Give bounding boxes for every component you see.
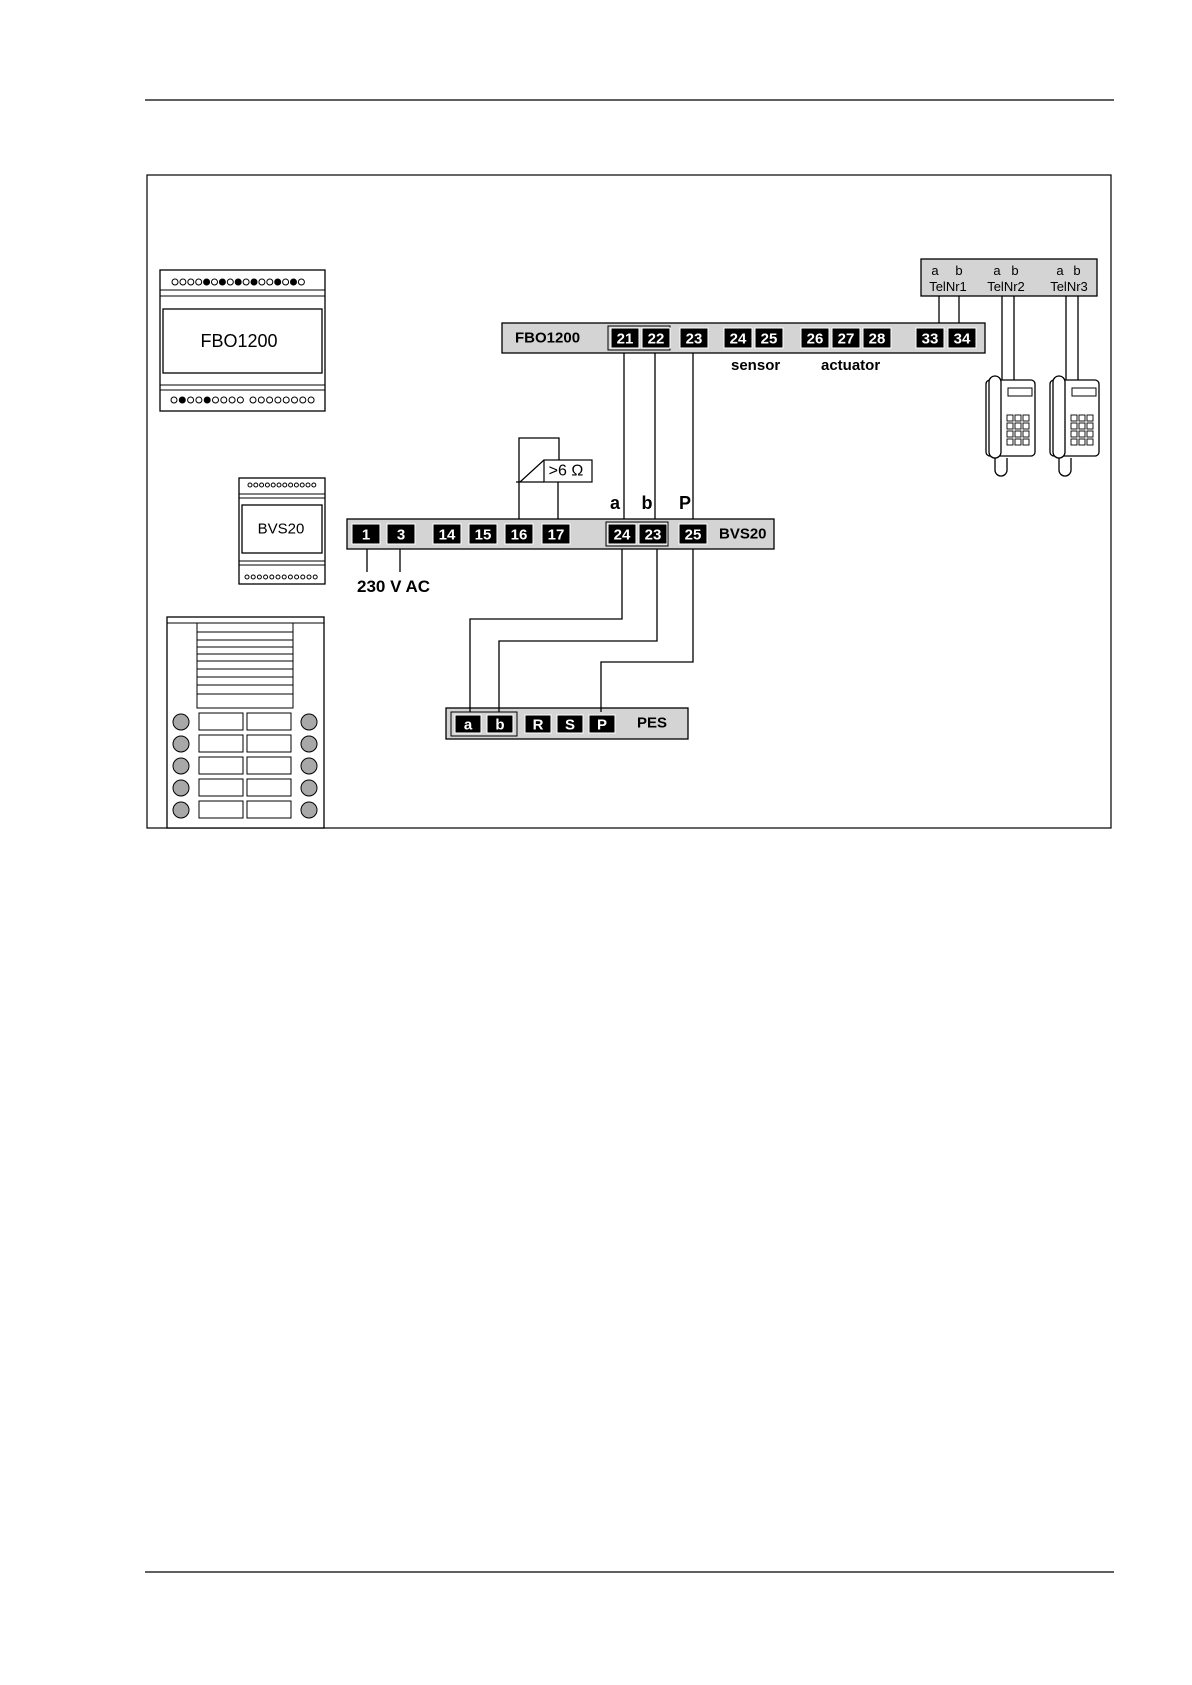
fbo-terminal-22: 22 <box>648 331 665 348</box>
wire-label-p: P <box>679 493 691 513</box>
fbo-terminal-25: 25 <box>761 331 778 348</box>
resistor-symbol: >6 Ω <box>516 460 592 482</box>
pes-terminal-R: R <box>533 717 544 734</box>
fbo-module-label: FBO1200 <box>200 331 277 351</box>
resistor-label: >6 Ω <box>549 463 584 480</box>
tel-ab-label: b <box>955 263 962 278</box>
bvs-terminal-15: 15 <box>475 527 492 544</box>
fbo-terminal-33: 33 <box>922 331 939 348</box>
fbo-terminal-28: 28 <box>869 331 886 348</box>
bvs-terminal-23: 23 <box>645 527 662 544</box>
bvs-terminal-24: 24 <box>614 527 631 544</box>
tel-ab-label: a <box>1056 263 1064 278</box>
fbo-terminal-26: 26 <box>807 331 824 348</box>
wire-label-a: a <box>610 493 621 513</box>
tel-number-label: TelNr1 <box>929 279 967 294</box>
wire-label-b: b <box>642 493 653 513</box>
telephone-handsets <box>986 376 1099 476</box>
sensor-label: sensor <box>731 357 780 374</box>
tel-number-label: TelNr3 <box>1050 279 1088 294</box>
fbo-terminal-27: 27 <box>838 331 855 348</box>
pes-terminal-b: b <box>495 717 504 734</box>
bvs-strip-label: BVS20 <box>719 526 767 543</box>
bvs-module-label: BVS20 <box>258 521 305 538</box>
tel-ab-label: a <box>931 263 939 278</box>
door-station-panel <box>167 617 324 828</box>
fbo1200-module-drawing: FBO1200 <box>160 270 325 411</box>
bvs-terminal-17: 17 <box>548 527 565 544</box>
bvs-terminal-14: 14 <box>439 527 456 544</box>
tel-ab-label: b <box>1073 263 1080 278</box>
tel-ab-label: b <box>1011 263 1018 278</box>
supply-voltage-label: 230 V AC <box>357 577 430 596</box>
tel-number-label: TelNr2 <box>987 279 1025 294</box>
bvs-terminal-1: 1 <box>362 527 370 544</box>
bvs-terminal-25: 25 <box>685 527 702 544</box>
fbo-terminal-23: 23 <box>686 331 703 348</box>
bvs-terminal-3: 3 <box>397 527 405 544</box>
pes-terminal-a: a <box>464 717 473 734</box>
pes-strip-label: PES <box>637 715 667 732</box>
wiring <box>367 296 1078 712</box>
bvs-terminal-16: 16 <box>511 527 528 544</box>
fbo-strip-label: FBO1200 <box>515 330 580 347</box>
fbo-terminal-21: 21 <box>617 331 634 348</box>
actuator-label: actuator <box>821 357 880 374</box>
bvs20-module-drawing: BVS20 <box>239 478 325 584</box>
tel-ab-label: a <box>993 263 1001 278</box>
pes-terminal-P: P <box>597 717 607 734</box>
fbo-terminal-34: 34 <box>954 331 971 348</box>
pes-terminal-S: S <box>565 717 575 734</box>
fbo-terminal-24: 24 <box>730 331 747 348</box>
